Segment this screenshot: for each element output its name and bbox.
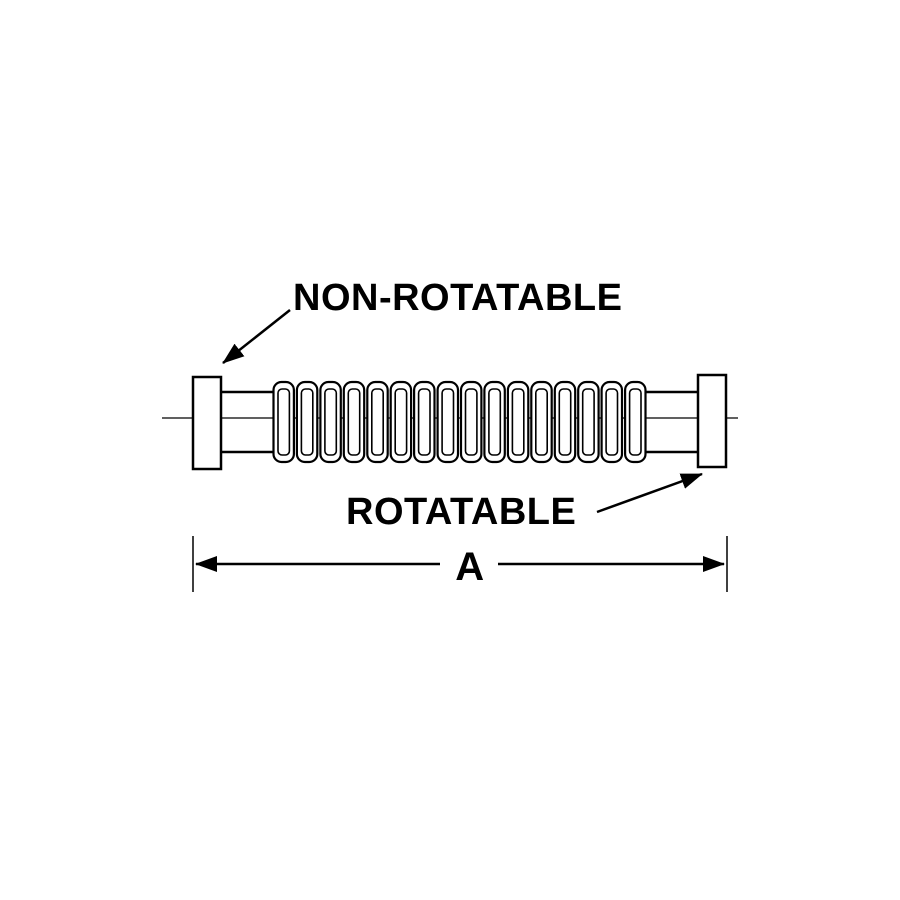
bellows-convolution-inner	[417, 388, 431, 456]
bellows-convolution-inner	[488, 388, 502, 456]
bellows-convolution-inner	[441, 388, 455, 456]
left-flange	[191, 375, 223, 471]
non-rotatable-leader-arrow	[222, 309, 291, 364]
bellows-convolution	[272, 380, 295, 464]
bellows-convolution	[459, 380, 483, 464]
bellows-convolution	[506, 380, 530, 464]
bellows-convolution	[389, 380, 413, 464]
bellows-convolution-inner	[464, 388, 478, 456]
bellows-convolution	[436, 380, 460, 464]
rotatable-label: ROTATABLE	[346, 491, 577, 533]
right-neck	[645, 390, 698, 454]
bellows-convolution	[342, 380, 366, 464]
bellows-convolution-inner	[605, 388, 619, 456]
bellows-convolution-inner	[300, 388, 314, 456]
non-rotatable-label: NON-ROTATABLE	[293, 277, 623, 319]
bellows-convolution	[553, 380, 577, 464]
bellows-convolution-inner	[534, 388, 548, 456]
bellows-convolution	[600, 380, 624, 464]
bellows-convolution	[623, 380, 647, 464]
bellows-convolution-inner	[370, 388, 384, 456]
bellows-convolution-inner	[324, 388, 338, 456]
bellows-convolution	[530, 380, 553, 464]
right-flange	[696, 373, 728, 469]
bellows-convolution-inner	[628, 388, 642, 456]
rotatable-leader-arrow	[596, 472, 703, 514]
bellows-convolution	[577, 380, 600, 464]
bellows-convolution-inner	[394, 388, 408, 456]
bellows-convolution	[295, 380, 319, 464]
bellows-convolution-inner	[581, 388, 595, 456]
left-neck	[221, 390, 275, 454]
bellows-convolution-inner	[558, 388, 572, 456]
bellows-convolution	[319, 380, 342, 464]
bellows-convolution-inner	[277, 388, 291, 456]
dimension-label: A	[455, 545, 485, 589]
bellows-convolution-inner	[511, 388, 525, 456]
bellows-convolution	[413, 380, 436, 464]
bellows-corrugations	[272, 380, 647, 464]
bellows-convolution	[483, 380, 506, 464]
bellows-convolution	[366, 380, 389, 464]
bellows-convolution-inner	[347, 388, 361, 456]
